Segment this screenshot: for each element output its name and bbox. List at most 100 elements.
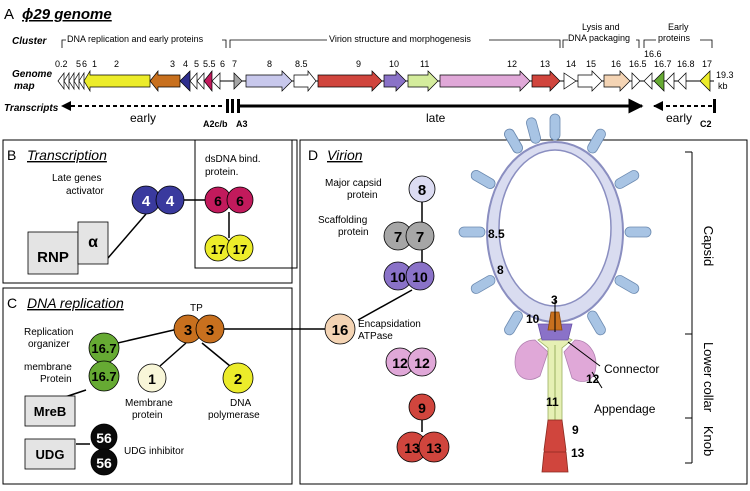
appendage-right: [563, 339, 597, 382]
transcript-late: late: [426, 111, 446, 125]
protein-3-dimer: 3 3: [173, 314, 225, 344]
panel-a-title: ϕ29 genome: [22, 6, 112, 23]
organizer-label-1: Replication: [24, 327, 73, 338]
transcripts-label: Transcripts: [4, 103, 59, 114]
lower-collar-label: Lower collar: [701, 342, 716, 413]
protein-3a-label: 3: [184, 322, 192, 339]
gene-arrow-14: [563, 72, 577, 90]
genome-genes-right-early: [643, 70, 711, 92]
genome-label: Genome: [12, 69, 52, 80]
panel-c-letter: C: [7, 295, 17, 311]
head-fiber: [614, 275, 640, 294]
gene-label-16-5: 16.5: [629, 59, 647, 69]
panel-b-letter: B: [7, 147, 16, 163]
gene-labels: 0.2 5 6 1 2 3 4 5 5.5 6 7 8 8.5 9 10 11 …: [55, 49, 734, 91]
protein-7a-label: 7: [394, 229, 402, 246]
cluster-virion: Virion structure and morphogenesis: [329, 34, 471, 44]
head-fibers: [458, 113, 652, 336]
gene-arrow-4: [179, 70, 191, 92]
gene-arrow-3: [149, 70, 181, 92]
gene-arrow-16-5: [631, 72, 641, 90]
gene-arrow-56b: [68, 71, 75, 91]
protein-16-7-dimer: 16.7 16.7: [88, 332, 120, 392]
virion-label-8: 8: [497, 263, 504, 277]
gene-arrow-10: [383, 70, 407, 92]
gene-arrow-9: [317, 70, 383, 92]
dnapol-label-2: polymerase: [208, 410, 260, 421]
panel-d-title: Virion: [327, 147, 363, 163]
activator-label-2: activator: [66, 186, 104, 197]
alpha-label: α: [88, 234, 98, 251]
gene-label-10: 10: [389, 59, 399, 69]
rnp-label: RNP: [37, 249, 69, 266]
gene-label-16: 16: [611, 59, 621, 69]
cluster-dna-replication: DNA replication and early proteins: [67, 34, 204, 44]
gene-arrow-2: [83, 69, 151, 93]
virion-label-11: 11: [546, 395, 559, 409]
panel-b-title: Transcription: [27, 147, 107, 163]
virion-drawing: 8.5 8 3 10 11 12 9 13 Connector Appendag…: [458, 113, 659, 473]
protein-17b-label: 17: [233, 242, 247, 257]
head-fiber: [504, 310, 523, 336]
capsid-label: Capsid: [701, 226, 716, 266]
udg-label: UDG: [36, 447, 65, 462]
gene-arrow-0-2: [57, 71, 65, 91]
gene-arrow-8: [245, 70, 293, 92]
virion-label-3: 3: [551, 293, 558, 307]
mreb-box: MreB: [24, 395, 76, 427]
protein-1: 1: [137, 363, 167, 393]
dsdna-label-2: protein.: [205, 167, 238, 178]
panel-d: D Virion Major capsid protein 8 Scaffold…: [299, 113, 748, 485]
protein-4-dimer: 4 4: [131, 185, 185, 215]
protein-12-dimer: 12 12: [385, 347, 437, 377]
gene-label-4: 4: [183, 59, 188, 69]
protein-13-dimer: 13 13: [396, 431, 450, 463]
gene-arrow-6b: [211, 72, 221, 90]
head-fiber: [526, 117, 541, 144]
gene-label-7: 7: [232, 59, 237, 69]
membrane-label-2: protein: [132, 410, 163, 421]
protein-13a-label: 13: [404, 440, 420, 456]
cluster-early-1: Early: [668, 22, 689, 32]
protein-6-dimer: 6 6: [204, 186, 254, 214]
genome-genes-right: [233, 70, 641, 92]
protein-17-dimer: 17 17: [204, 234, 254, 262]
appendage-left: [514, 339, 549, 380]
dsdna-box: [194, 139, 298, 269]
organizer-label-2: organizer: [28, 339, 70, 350]
protein-8: 8: [408, 175, 436, 203]
gene-label-9: 9: [356, 59, 361, 69]
gene-arrow-17: [699, 70, 711, 92]
panel-d-letter: D: [308, 147, 318, 163]
protein-10b-label: 10: [412, 269, 428, 285]
gene-label-12: 12: [507, 59, 517, 69]
gene-arrow-1: [78, 71, 85, 91]
gene-arrow-13: [531, 70, 561, 92]
virion-label-12: 12: [586, 372, 600, 386]
protein-12a-label: 12: [392, 355, 408, 371]
gene-label-16-6: 16.6: [644, 49, 662, 59]
gene-label-19-3: 19.3: [716, 70, 734, 80]
protein-56-dimer: 56 56: [90, 423, 118, 476]
head-fiber: [458, 226, 486, 238]
gene-label-16-8: 16.8: [677, 59, 695, 69]
gene-arrow-5-5: [196, 72, 205, 90]
dnapol-label-1: DNA: [230, 398, 251, 409]
structure-brackets: Capsid Lower collar Knob: [685, 151, 716, 464]
head-fiber: [549, 113, 561, 141]
scaffolding-label-1: Scaffolding: [318, 215, 367, 226]
panel-c-title: DNA replication: [27, 295, 124, 311]
cluster-lysis-1: Lysis and: [582, 22, 620, 32]
connector-label: Connector: [604, 362, 659, 376]
cluster-label: Cluster: [12, 36, 48, 47]
gene-arrow-15: [577, 70, 603, 92]
encapsidation-label-1: Encapsidation: [358, 319, 421, 330]
gene-label-15: 15: [586, 59, 596, 69]
panel-c-frame: [2, 287, 293, 485]
panel-b-frame: [2, 139, 293, 284]
protein-16-7a-label: 16.7: [91, 341, 116, 356]
protein-1-label: 1: [148, 371, 156, 387]
gene-label-16-7: 16.7: [654, 59, 672, 69]
gene-label-14: 14: [566, 59, 576, 69]
